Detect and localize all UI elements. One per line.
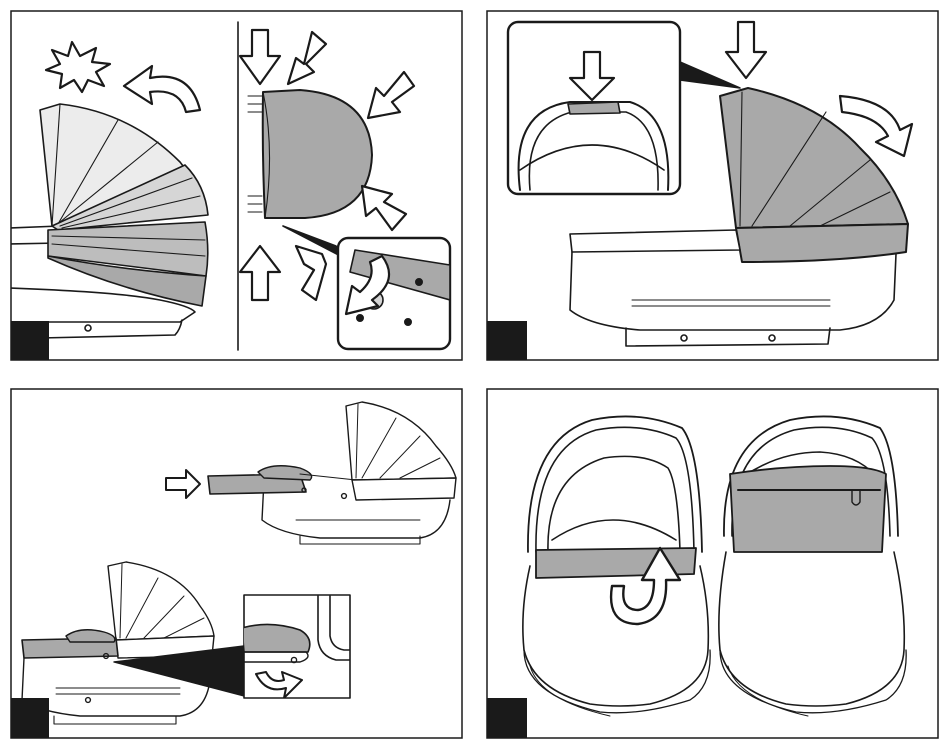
panel-step-2 [487,11,938,360]
apron-raised [730,466,886,552]
step-number-marker [487,321,527,360]
panel-step-3 [11,389,462,738]
panel-step-4 [487,389,938,738]
bassinet-top [570,230,740,252]
step-number-marker [11,321,49,360]
step-number-marker [487,698,527,738]
screw-icon [405,319,411,325]
zoom-handle-band [568,102,620,114]
step-number-marker [11,698,49,738]
screw-icon [416,279,422,285]
bassinet-top [352,478,456,500]
screw-icon [357,315,363,321]
panel-step-1 [10,11,462,360]
